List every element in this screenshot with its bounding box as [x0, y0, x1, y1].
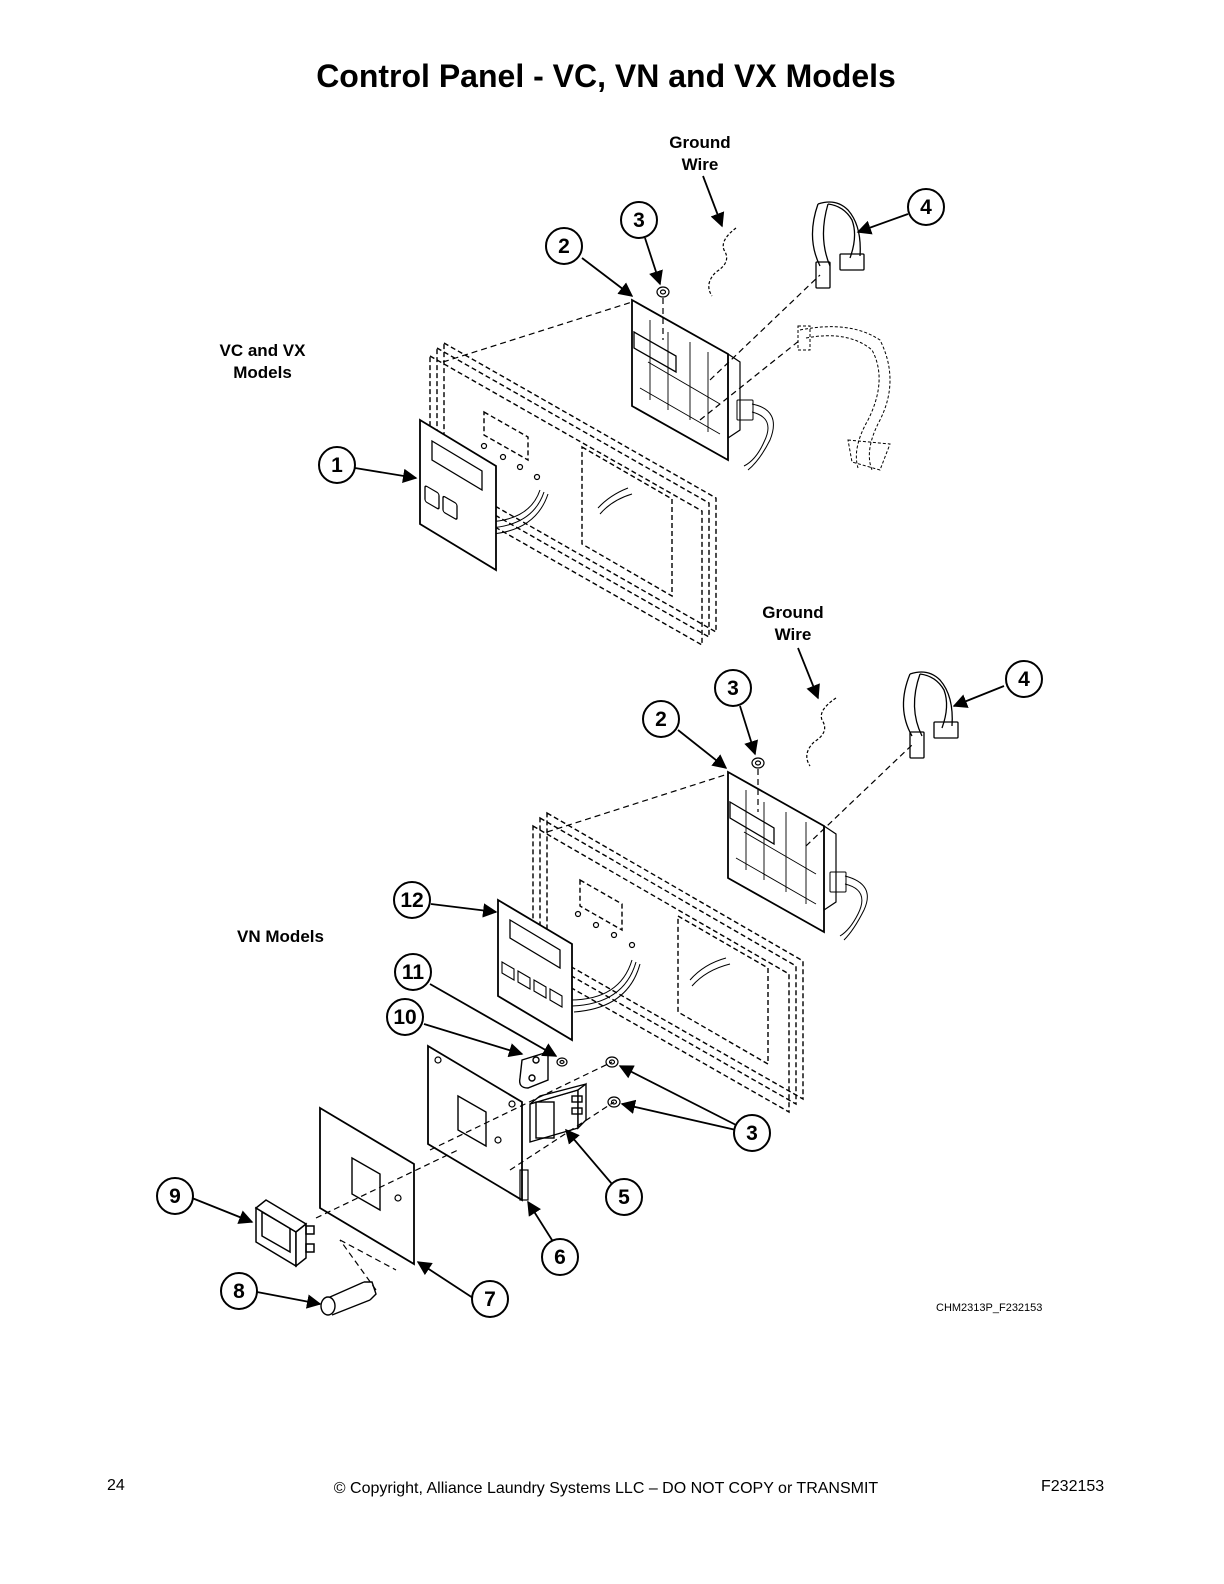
ground-wire-bottom	[806, 697, 837, 767]
board-cable-top	[736, 399, 774, 471]
callout-10: 10	[386, 998, 424, 1036]
nuts-pair	[605, 1056, 621, 1108]
callout-number: 4	[1018, 668, 1030, 691]
bottom-assembly-leaders	[546, 744, 913, 847]
callout-4-bottom: 4	[1005, 660, 1043, 698]
vn-models-label: VN Models	[237, 927, 324, 946]
callouts: 1 2 3 4 2 3 4 12 11 10 3 5 6 7 8 9	[156, 188, 1043, 1318]
callout-3-bottom: 3	[714, 669, 752, 707]
nut-top	[656, 286, 670, 298]
callout-number: 5	[618, 1186, 630, 1209]
callout-number: 2	[558, 235, 570, 258]
page-title: Control Panel - VC, VN and VX Models	[316, 58, 896, 94]
small-nut	[556, 1057, 568, 1067]
callout-2-bottom: 2	[642, 700, 680, 738]
page-number: 24	[107, 1477, 125, 1494]
indicator-light	[320, 1281, 377, 1316]
callout-11: 11	[394, 953, 432, 991]
side-harness-top	[797, 325, 891, 471]
control-board-top	[631, 298, 741, 462]
callout-number: 3	[727, 677, 739, 700]
callout-3-lower: 3	[733, 1114, 771, 1152]
top-assembly	[419, 201, 891, 647]
callout-3-top: 3	[620, 201, 658, 239]
callout-number: 12	[400, 889, 423, 912]
ribbon-cable-bottom	[902, 671, 959, 759]
callout-7: 7	[471, 1280, 509, 1318]
callout-number: 9	[169, 1185, 181, 1208]
callout-8: 8	[220, 1272, 258, 1310]
callout-number: 11	[402, 961, 425, 984]
callout-number: 7	[484, 1288, 496, 1311]
ribbon-cable-top	[811, 201, 865, 289]
bottom-panel-ribbon	[569, 957, 731, 1013]
top-assembly-leaders	[442, 274, 821, 421]
overlay-vc-vx	[419, 418, 497, 572]
cover-plate	[319, 1106, 415, 1266]
callout-number: 2	[655, 708, 667, 731]
bottom-assembly	[254, 671, 959, 1316]
lower-leaders	[315, 1061, 615, 1291]
ground-wire-label-bottom: Ground Wire	[762, 603, 824, 644]
ground-wire-top	[708, 227, 737, 297]
callout-12: 12	[393, 881, 431, 919]
copyright-notice: © Copyright, Alliance Laundry Systems LL…	[333, 1480, 879, 1497]
ground-wire-label-top: Ground Wire	[669, 133, 731, 174]
callout-1: 1	[318, 446, 356, 484]
callout-9: 9	[156, 1177, 194, 1215]
rocker-switch	[254, 1199, 315, 1268]
figure-code: CHM2313P_F232153	[936, 1302, 1043, 1314]
switch-bracket	[427, 1044, 529, 1202]
callout-6: 6	[541, 1238, 579, 1276]
callout-2-top: 2	[545, 227, 583, 265]
callout-number: 10	[393, 1006, 416, 1029]
control-board-bottom	[727, 770, 837, 934]
callout-5: 5	[605, 1178, 643, 1216]
callout-arrows	[191, 175, 1005, 1309]
callout-4-top: 4	[907, 188, 945, 226]
top-panel-holes	[480, 442, 541, 481]
nut-bottom	[751, 757, 765, 769]
overlay-vn	[497, 898, 573, 1042]
bottom-panel-holes	[574, 910, 636, 949]
board-cable-bottom	[829, 871, 868, 941]
callout-number: 6	[554, 1246, 566, 1269]
circuit-breaker	[529, 1082, 587, 1143]
callout-number: 1	[331, 454, 343, 477]
callout-number: 4	[920, 196, 932, 219]
bottom-panel-frame	[532, 811, 804, 1114]
callout-number: 3	[746, 1122, 758, 1145]
top-panel-ribbon	[487, 487, 633, 535]
callout-number: 3	[633, 209, 645, 232]
vc-vx-models-label: VC and VX Models	[219, 341, 306, 382]
callout-number: 8	[233, 1280, 245, 1303]
mounting-bracket	[518, 1051, 549, 1089]
document-id: F232153	[1041, 1478, 1105, 1495]
